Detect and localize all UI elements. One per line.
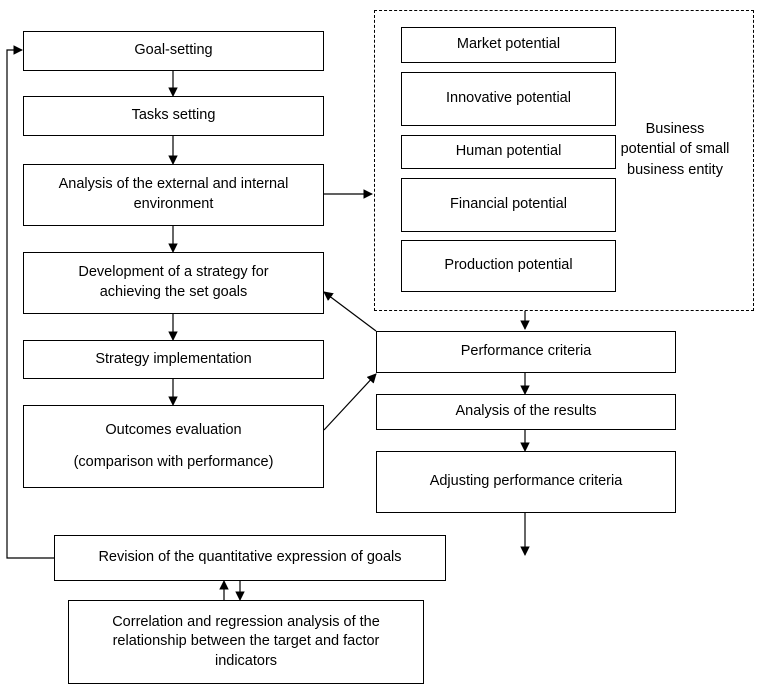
strategy-implementation-box: Strategy implementation <box>23 340 324 379</box>
outcomes-evaluation-sublabel: (comparison with performance) <box>73 453 274 470</box>
potential-item-financial: Financial potential <box>401 178 616 232</box>
revision-box: Revision of the quantitative expression … <box>54 535 446 581</box>
potential-item-production: Production potential <box>401 240 616 292</box>
revision-label: Revision of the quantitative expression … <box>98 549 402 566</box>
analysis-results-box: Analysis of the results <box>376 394 676 430</box>
strategy-implementation-label: Strategy implementation <box>95 350 252 367</box>
goal-setting-box: Goal-setting <box>23 31 324 71</box>
potential-item-label: Market potential <box>456 36 561 53</box>
potential-item-label: Human potential <box>455 143 562 160</box>
tasks-setting-label: Tasks setting <box>131 107 216 124</box>
arrow-evaluation-to-criteria <box>323 373 377 431</box>
business-potential-label: Business potential of small business ent… <box>620 121 730 178</box>
adjusting-criteria-box: Adjusting performance criteria <box>376 451 676 513</box>
performance-criteria-box: Performance criteria <box>376 331 676 373</box>
analysis-environment-label: Analysis of the external and internal en… <box>58 176 289 212</box>
arrow-revision-to-goal-setting <box>6 45 54 559</box>
potential-item-innovative: Innovative potential <box>401 72 616 126</box>
potential-item-market: Market potential <box>401 27 616 63</box>
tasks-setting-box: Tasks setting <box>23 96 324 136</box>
analysis-environment-box: Analysis of the external and internal en… <box>23 164 324 226</box>
goal-setting-label: Goal-setting <box>134 42 213 59</box>
potential-item-label: Financial potential <box>450 196 567 213</box>
potential-item-label: Innovative potential <box>446 90 571 107</box>
correlation-label: Correlation and regression analysis of t… <box>112 613 380 669</box>
business-potential-group <box>374 10 754 311</box>
potential-item-human: Human potential <box>401 135 616 169</box>
outcomes-evaluation-label: Outcomes evaluation <box>105 421 242 438</box>
performance-criteria-label: Performance criteria <box>460 343 592 360</box>
correlation-box: Correlation and regression analysis of t… <box>68 600 424 684</box>
arrow-criteria-to-strategy <box>323 291 377 332</box>
potential-item-label: Production potential <box>444 257 573 274</box>
adjusting-criteria-label: Adjusting performance criteria <box>429 473 623 490</box>
strategy-development-box: Development of a strategy for achieving … <box>23 252 324 314</box>
outcomes-evaluation-box: Outcomes evaluation (comparison with per… <box>23 405 324 488</box>
strategy-development-label: Development of a strategy for achieving … <box>78 264 269 300</box>
analysis-results-label: Analysis of the results <box>455 403 597 420</box>
